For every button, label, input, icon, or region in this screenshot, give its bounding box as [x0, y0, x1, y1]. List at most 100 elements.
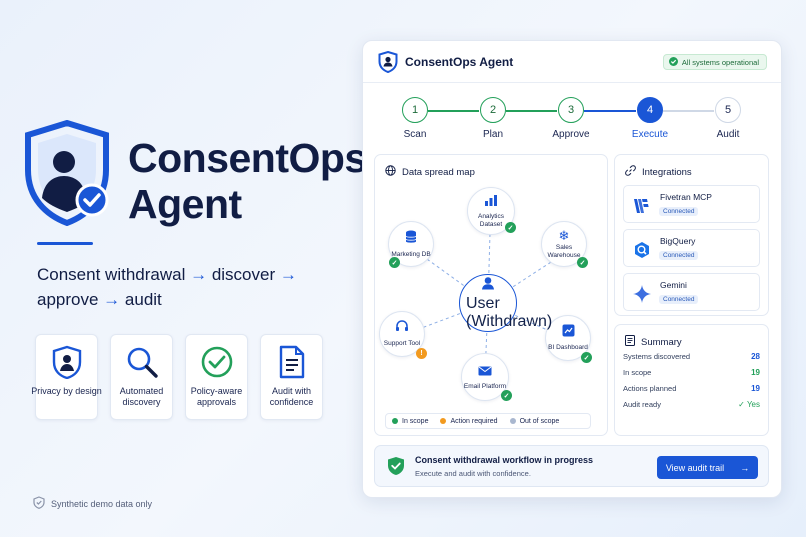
summary-label: Actions planned — [623, 384, 677, 393]
demo-note-text: Synthetic demo data only — [51, 498, 153, 509]
legend-in-scope: In scope — [392, 418, 428, 425]
button-label: View audit trail — [665, 462, 725, 473]
arrow-right-icon: → — [190, 265, 208, 284]
view-audit-trail-button[interactable]: View audit trail → — [657, 456, 758, 479]
workflow-banner: Consent withdrawal workflow in progress … — [374, 445, 769, 487]
shield-check-icon — [33, 496, 45, 511]
step-label: Execute — [631, 129, 669, 140]
map-header: Data spread map — [385, 165, 475, 179]
hero-divider — [37, 242, 93, 245]
shield-user-icon — [50, 345, 84, 379]
status-text: All systems operational — [681, 57, 759, 67]
arrow-right-icon: → — [740, 462, 750, 473]
node-label: Sales Warehouse — [547, 243, 581, 259]
feature-list: Privacy by design Automated discovery Po… — [31, 334, 323, 420]
check-circle-icon — [668, 56, 678, 68]
step-audit[interactable]: 5 Audit — [698, 97, 758, 140]
integrations-card: Integrations Fivetran MCP Connected BigQ… — [614, 154, 769, 316]
step-label: Approve — [552, 129, 590, 140]
arrow-right-icon: → — [103, 290, 121, 309]
node-label: Marketing DB — [391, 250, 431, 258]
summary-label: In scope — [623, 368, 652, 377]
tagline-step-discover: discover — [211, 265, 276, 284]
summary-value: ✓ Yes — [738, 400, 760, 409]
integrations-header: Integrations — [625, 165, 692, 179]
grey-dot-icon — [509, 418, 516, 424]
step-number: 4 — [637, 97, 663, 123]
link-icon — [625, 165, 636, 179]
step-scan[interactable]: 1 Scan — [385, 97, 445, 140]
feature-label: Policy-aware approvals — [190, 386, 243, 407]
integrations-title: Integrations — [642, 166, 692, 178]
step-execute[interactable]: 4 Execute — [620, 97, 680, 140]
agent-panel: ConsentOps Agent All systems operational… — [362, 40, 782, 498]
map-title: Data spread map — [402, 166, 475, 178]
data-spread-map: Data spread map Analytics Dataset ✓ Ma — [374, 154, 608, 436]
step-approve[interactable]: 3 Approve — [541, 97, 601, 140]
banner-title: Consent withdrawal workflow in progress — [415, 455, 594, 465]
summary-value: 28 — [751, 352, 760, 361]
legend-label: In scope — [402, 417, 429, 425]
node-user-withdrawn[interactable]: User (Withdrawn) — [459, 274, 553, 332]
panel-title: ConsentOps Agent — [405, 55, 514, 69]
headset-icon — [395, 320, 409, 338]
shield-check-icon — [387, 456, 405, 481]
check-badge-icon: ✓ — [581, 352, 592, 363]
step-connector — [584, 110, 636, 112]
node-marketing-db[interactable]: Marketing DB ✓ — [388, 221, 434, 268]
warning-badge-icon: ! — [416, 348, 427, 359]
check-badge-icon: ✓ — [501, 390, 512, 401]
node-bi-dashboard[interactable]: BI Dashboard ✓ — [545, 315, 592, 363]
step-plan[interactable]: 2 Plan — [463, 97, 523, 140]
node-label: BI Dashboard — [548, 344, 588, 351]
demo-note: Synthetic demo data only — [33, 496, 152, 511]
tagline-step-approve: approve — [37, 290, 99, 309]
dashboard-icon — [562, 324, 575, 342]
legend-label: Out of scope — [519, 417, 560, 425]
integration-fivetran[interactable]: Fivetran MCP Connected — [623, 185, 760, 223]
green-dot-icon — [392, 418, 398, 424]
arrow-right-icon: → — [279, 265, 297, 284]
summary-row-in-scope: In scope 19 — [623, 368, 760, 377]
node-label: Support Tool — [383, 340, 421, 347]
summary-title: Summary — [641, 336, 682, 348]
workflow-stepper: 1 Scan 2 Plan 3 Approve 4 Execute 5 Audi… — [363, 93, 781, 143]
node-sales-warehouse[interactable]: ❄ Sales Warehouse ✓ — [541, 221, 588, 268]
feature-approvals: Policy-aware approvals — [185, 334, 248, 420]
summary-header: Summary — [625, 335, 682, 349]
step-number: 2 — [480, 97, 506, 123]
step-connector — [663, 110, 714, 112]
feature-label: Privacy by design — [31, 386, 102, 396]
database-icon — [405, 230, 417, 249]
step-label: Scan — [403, 129, 427, 140]
feature-privacy: Privacy by design — [31, 334, 102, 420]
summary-card: Summary Systems discovered 28 In scope 1… — [614, 324, 769, 436]
node-label: Email Platform — [463, 383, 507, 390]
banner-subtitle: Execute and audit with confidence. — [415, 469, 531, 478]
step-connector — [506, 110, 557, 112]
feature-label: Audit with confidence — [269, 386, 314, 407]
check-circle-icon — [200, 345, 234, 379]
step-number: 5 — [715, 97, 741, 123]
node-label: User (Withdrawn) — [466, 294, 553, 330]
panel-header: ConsentOps Agent All systems operational — [363, 41, 781, 83]
step-label: Audit — [716, 129, 740, 140]
hero-title-line2: Agent — [128, 181, 242, 227]
node-analytics-dataset[interactable]: Analytics Dataset ✓ — [467, 187, 516, 235]
node-email-platform[interactable]: Email Platform ✓ — [461, 353, 512, 401]
orange-dot-icon — [440, 418, 447, 424]
tagline-step-withdrawal: Consent withdrawal — [37, 265, 186, 284]
feature-audit: Audit with confidence — [260, 334, 323, 420]
summary-value: 19 — [751, 368, 760, 377]
integration-bigquery[interactable]: BigQuery Connected — [623, 229, 760, 267]
node-support-tool[interactable]: Support Tool ! — [379, 311, 427, 359]
shield-user-icon — [22, 119, 112, 227]
integration-name: Gemini — [660, 280, 687, 290]
integration-gemini[interactable]: Gemini Connected — [623, 273, 760, 311]
step-label: Plan — [482, 129, 503, 140]
gemini-sparkle-icon — [632, 284, 652, 304]
summary-row-actions: Actions planned 19 — [623, 384, 760, 393]
magnifier-icon — [125, 345, 159, 379]
connected-badge: Connected — [659, 295, 699, 304]
clipboard-icon — [625, 335, 635, 349]
